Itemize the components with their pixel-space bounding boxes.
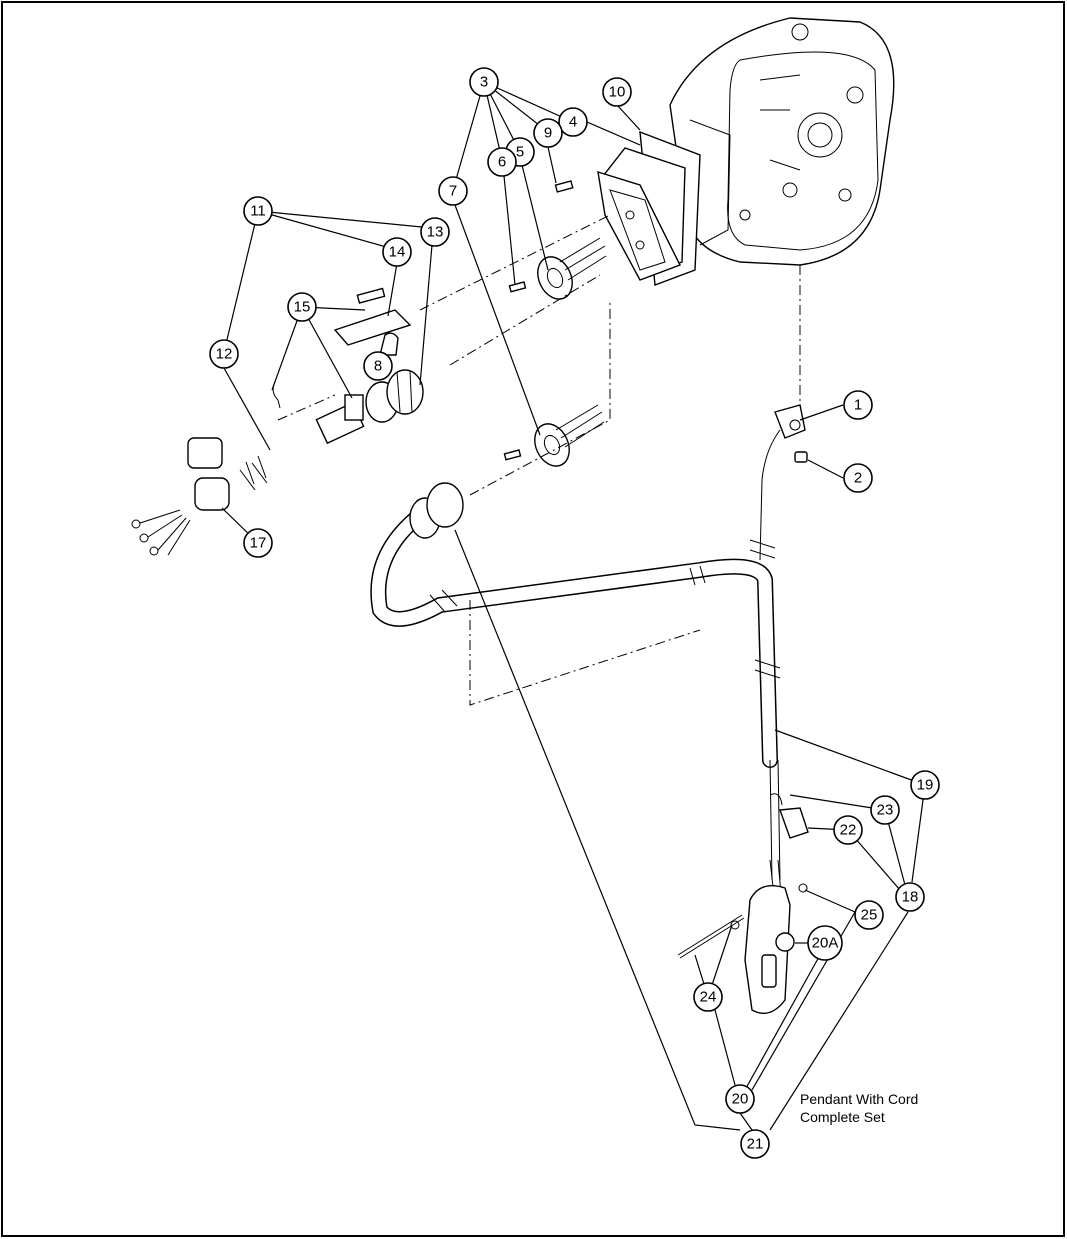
callout-15: 15	[287, 292, 317, 322]
screw-6	[508, 281, 527, 293]
callout-12: 12	[209, 339, 239, 369]
callout-label: 23	[877, 802, 894, 819]
cord-hanger	[759, 404, 808, 561]
callout-label: 3	[480, 74, 488, 91]
note-line-1: Pendant With Cord	[800, 1091, 918, 1107]
callout-20: 20	[725, 1084, 755, 1114]
callout-1: 1	[843, 390, 873, 420]
callout-label: 10	[609, 84, 626, 101]
callout-label: 18	[902, 889, 919, 906]
callout-7: 7	[438, 176, 468, 206]
receptacle-housing	[597, 130, 701, 286]
callout-10: 10	[602, 77, 632, 107]
callout-17: 17	[243, 528, 273, 558]
hoist-housing	[669, 17, 895, 266]
callout-2: 2	[843, 463, 873, 493]
callout-label: 24	[700, 989, 717, 1006]
callout-13: 13	[420, 217, 450, 247]
callout-label: 17	[250, 535, 267, 552]
callout-4: 4	[558, 107, 588, 137]
callout-24: 24	[693, 982, 723, 1012]
callout-20a: 20A	[807, 925, 843, 961]
callout-label: 13	[427, 224, 444, 241]
callout-label: 14	[389, 244, 406, 261]
callout-label: 1	[854, 397, 862, 414]
callout-label: 22	[840, 822, 857, 839]
callout-label: 7	[449, 183, 457, 200]
callout-3: 3	[469, 67, 499, 97]
callout-label: 6	[498, 154, 506, 171]
callout-14: 14	[382, 237, 412, 267]
note-line-2: Complete Set	[800, 1109, 885, 1125]
callout-22: 22	[833, 815, 863, 845]
callout-label: 25	[861, 907, 878, 924]
cover-plate	[272, 287, 412, 409]
assembly-lines	[277, 214, 801, 706]
screw-9	[554, 180, 574, 193]
callout-21: 21	[740, 1129, 770, 1159]
callout-label: 2	[854, 470, 862, 487]
callout-label: 4	[569, 114, 577, 131]
callout-9: 9	[533, 118, 563, 148]
callout-label: 11	[250, 203, 266, 220]
callout-label: 5	[516, 144, 524, 161]
callout-23: 23	[870, 795, 900, 825]
callout-25: 25	[854, 900, 884, 930]
pendant-cord-assembly	[370, 482, 809, 1014]
break-marks	[239, 462, 781, 679]
callout-8: 8	[363, 351, 393, 381]
callout-label: 9	[544, 125, 552, 142]
power-cable-assembly	[131, 369, 424, 556]
callout-label: 8	[374, 358, 382, 375]
callout-label: 21	[747, 1136, 764, 1153]
callout-label: 20A	[812, 935, 839, 952]
receptacle-upper	[537, 237, 607, 300]
callout-label: 12	[216, 346, 233, 363]
callout-11: 11	[243, 196, 273, 226]
receptacle-lower	[503, 404, 605, 467]
callout-6: 6	[487, 147, 517, 177]
callout-label: 19	[917, 777, 934, 794]
callout-label: 20	[732, 1091, 749, 1108]
callout-19: 19	[910, 770, 940, 800]
callout-label: 15	[294, 299, 311, 316]
callout-18: 18	[895, 882, 925, 912]
